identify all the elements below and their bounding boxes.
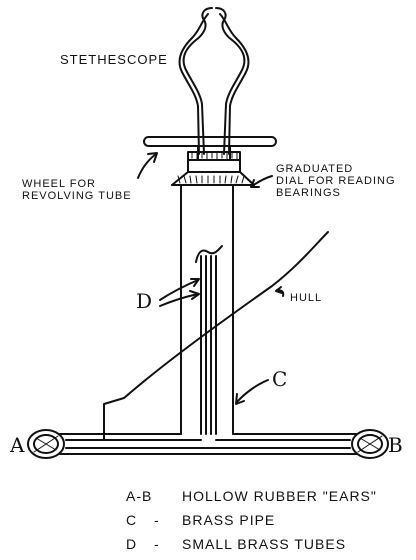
tubes-pointers	[159, 278, 200, 307]
brass-pipe	[180, 184, 234, 435]
legend-description: HOLLOW RUBBER "EARS"	[182, 488, 377, 504]
legend-dash: -	[154, 536, 160, 552]
hull-line	[77, 231, 329, 441]
dial-pointer	[250, 175, 273, 188]
stethescope-label: STETHESCOPE	[60, 52, 168, 67]
ear-a	[27, 429, 65, 459]
legend-key: C	[126, 512, 138, 528]
hull-label: HULL	[290, 292, 323, 304]
revolving-wheel	[143, 136, 277, 147]
tubes-pointer-label: D	[136, 289, 153, 313]
stethescope-earpiece	[178, 7, 250, 155]
legend-key: D	[126, 536, 138, 552]
pipe-pointer	[235, 379, 269, 405]
wheel-label-line-2: REVOLVING TUBE	[22, 190, 132, 202]
dial-label-line-2: DIAL FOR READING	[276, 175, 396, 187]
small-brass-tubes	[195, 245, 223, 435]
graduated-dial	[171, 151, 255, 186]
ear-b-label: B	[388, 433, 403, 457]
ear-b	[351, 429, 389, 459]
legend-description: SMALL BRASS TUBES	[182, 536, 347, 552]
dial-label-line-3: BEARINGS	[276, 187, 341, 199]
wheel-label-line-1: WHEEL FOR	[22, 178, 96, 190]
legend-dash: -	[154, 512, 160, 528]
ear-a-label: A	[10, 433, 25, 457]
dial-label-line-1: GRADUATED	[276, 163, 354, 175]
legend-description: BRASS PIPE	[182, 512, 276, 528]
legend-key: A-B	[126, 488, 153, 504]
pipe-pointer-label: C	[272, 367, 288, 391]
dial-graduations	[177, 152, 245, 184]
wheel-pointer	[137, 152, 158, 179]
hull-pointer	[275, 286, 285, 297]
